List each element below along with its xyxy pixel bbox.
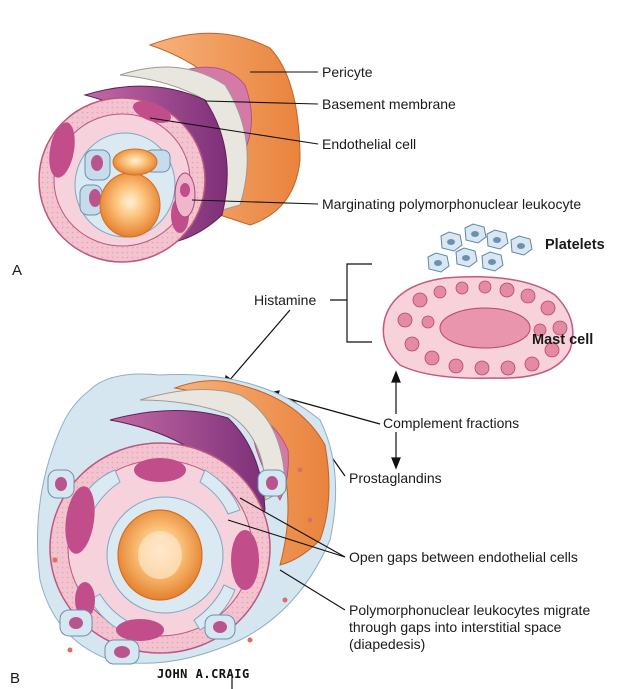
platelet <box>482 252 503 271</box>
label-platelets: Platelets <box>545 237 605 254</box>
label-pmn-diapedesis: Polymorphonuclear leukocytes migrate thr… <box>349 602 619 653</box>
label-basement-membrane: Basement membrane <box>322 96 456 113</box>
platelet <box>487 230 508 249</box>
platelet <box>511 236 532 255</box>
label-complement-fractions: Complement fractions <box>383 415 519 432</box>
platelet <box>428 253 449 272</box>
histamine-bracket <box>330 264 372 342</box>
platelet <box>456 248 477 267</box>
vessel-b <box>38 374 336 664</box>
label-histamine: Histamine <box>254 292 316 309</box>
platelets <box>428 224 532 272</box>
label-endothelial-cell: Endothelial cell <box>322 136 416 153</box>
mast-cell <box>383 277 573 378</box>
label-pericyte: Pericyte <box>322 64 373 81</box>
label-mast-cell: Mast cell <box>532 332 593 349</box>
label-marginating-leukocyte: Marginating polymorphonuclear leukocyte <box>322 196 581 213</box>
platelet <box>441 232 462 251</box>
vessel-a <box>39 33 300 262</box>
platelet <box>465 224 486 243</box>
panel-letter-b: B <box>10 670 20 687</box>
artist-signature: JOHN A.CRAIG <box>157 667 250 681</box>
panel-letter-a: A <box>12 262 22 279</box>
label-open-gaps: Open gaps between endothelial cells <box>349 549 578 566</box>
label-prostaglandins: Prostaglandins <box>349 470 442 487</box>
